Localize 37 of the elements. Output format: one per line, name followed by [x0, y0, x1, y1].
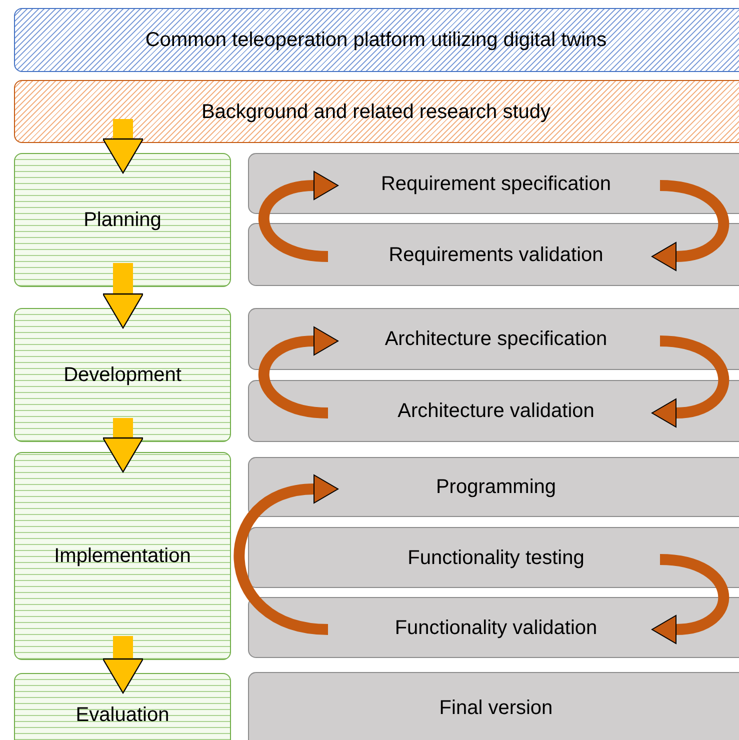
block-arrow — [102, 418, 144, 473]
curved-arrow — [258, 171, 338, 262]
box-label: Requirements validation — [388, 242, 604, 268]
process-box — [14, 308, 231, 442]
curved-arrow — [652, 336, 729, 428]
process-box — [14, 673, 231, 740]
process-box — [248, 527, 739, 588]
process-box — [248, 153, 739, 214]
process-box — [14, 8, 739, 72]
box-label: Final version — [439, 696, 554, 721]
box-label: Functionality testing — [408, 546, 586, 570]
curved-arrow — [652, 180, 729, 271]
box-label: Evaluation — [76, 703, 170, 728]
process-box — [248, 597, 739, 658]
process-box — [248, 223, 739, 286]
process-box — [248, 308, 739, 370]
block-arrow — [102, 119, 144, 174]
box-label: Planning — [84, 208, 162, 233]
curved-arrow — [258, 326, 338, 418]
process-box — [248, 457, 739, 517]
box-label: Programming — [436, 475, 558, 500]
box-label: Implementation — [54, 544, 191, 569]
process-box — [14, 452, 231, 660]
box-label: Development — [64, 363, 182, 388]
process-box — [14, 153, 231, 287]
box-label: Requirement specification — [380, 172, 612, 196]
curved-arrow — [652, 554, 729, 644]
box-label: Functionality validation — [394, 616, 598, 640]
box-label: Architecture validation — [398, 399, 596, 424]
block-arrow — [102, 263, 144, 329]
box-label: Common teleoperation platform utilizing digital twins — [145, 28, 608, 53]
process-box — [248, 380, 739, 442]
box-label: Architecture specification — [384, 327, 608, 352]
box-label: Background and related research study — [201, 100, 552, 124]
block-arrow — [102, 636, 144, 694]
process-box — [248, 672, 739, 740]
process-box — [14, 80, 739, 143]
